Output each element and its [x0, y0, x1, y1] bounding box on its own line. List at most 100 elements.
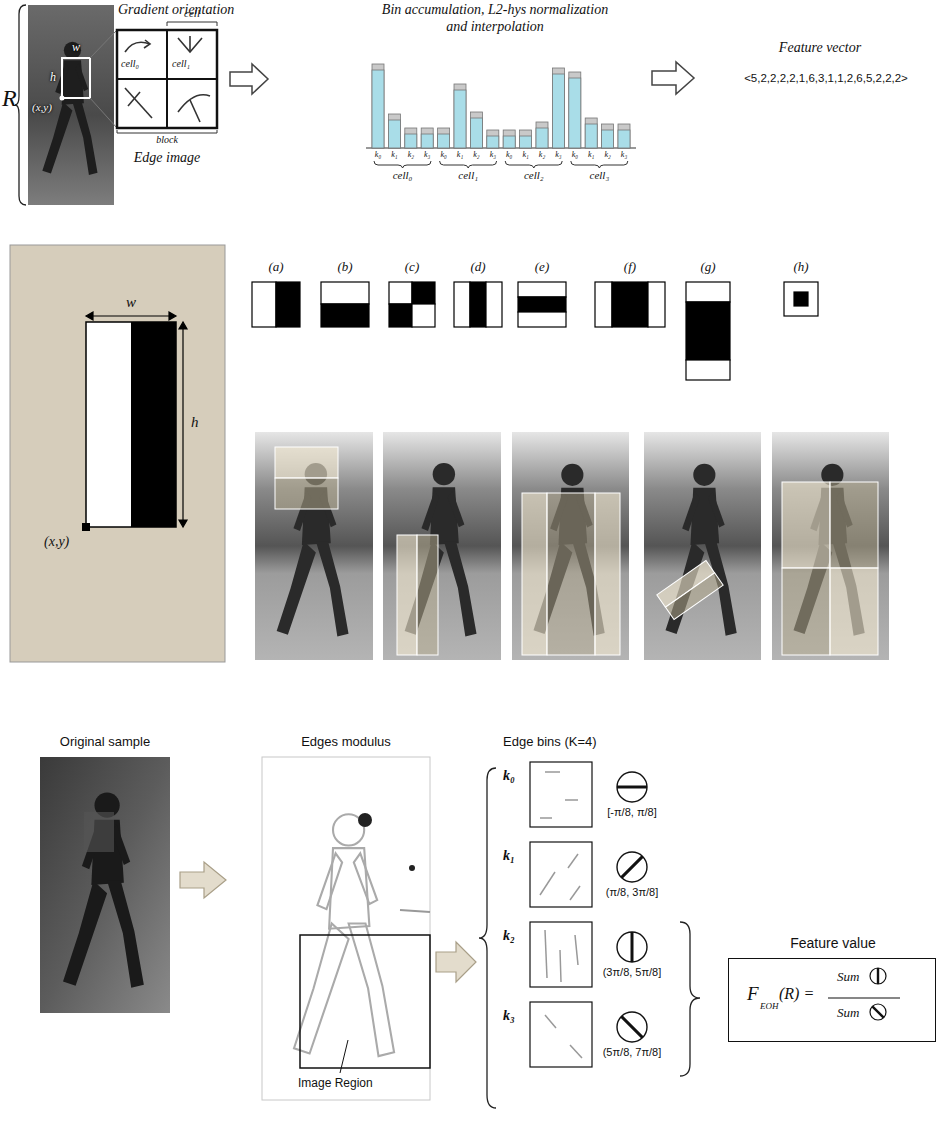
haar-filters-part: [454, 282, 470, 327]
edge-image-part: [262, 757, 430, 1100]
original-photo-part: [84, 812, 114, 852]
cell-grid-part-part: [125, 88, 152, 118]
figure-label: cell: [184, 7, 200, 20]
histogram-part: [372, 64, 384, 148]
edge-image: [262, 757, 430, 1100]
cell-grid-part: [117, 130, 217, 133]
cell-grid-part-part: [128, 92, 140, 106]
haar-filters-part: [784, 282, 818, 316]
histogram-part: [388, 120, 400, 148]
feature-box: Feature valueFEOH(R) =SumSum: [728, 958, 936, 1042]
formula-text: (R) =: [779, 984, 814, 1003]
group-brace: [374, 161, 628, 168]
histogram-part: [470, 112, 482, 148]
window-panel-part-part: [179, 322, 187, 329]
cell-grid-part-part: [189, 36, 191, 52]
haar-filters-part: [321, 282, 369, 304]
figure-label: cell₀: [393, 169, 413, 182]
sample-photos-part: [830, 482, 878, 568]
window-panel-part-part: [169, 312, 176, 320]
haar-filters: [252, 282, 818, 380]
figure-label: (5π/8, 7π/8]: [603, 1046, 662, 1059]
window-panel-part: [86, 312, 187, 527]
figure-label: (e): [535, 259, 549, 275]
cell-grid-part: [167, 22, 217, 26]
figure-label: k₃: [555, 150, 561, 160]
hollow-arrow: [230, 64, 268, 94]
histogram-part: [503, 130, 515, 148]
formula-text: EOH: [760, 1001, 779, 1012]
histogram-part: [421, 134, 433, 148]
histogram-part: [602, 124, 614, 148]
figure-label: k₀: [572, 150, 578, 160]
histogram-part: [585, 124, 597, 148]
edge-bins-part: [530, 762, 592, 827]
histogram-part: [388, 114, 400, 148]
figure-label: cell₁: [458, 169, 478, 182]
figure-label: Edge bins (K=4): [503, 734, 597, 750]
top-photo-part: [62, 58, 90, 98]
histogram-part: [602, 130, 614, 148]
group-brace-part: [505, 161, 562, 168]
edge-image-part: [340, 1040, 348, 1073]
haar-filters-part: [595, 282, 612, 327]
figure-label: Feature vector: [779, 40, 861, 57]
bins-brace: [479, 768, 496, 1108]
zoom-lines-part: [90, 30, 117, 58]
edge-bins-part-part: [560, 950, 561, 982]
histogram-part: [438, 134, 450, 148]
histogram-part: [470, 118, 482, 148]
haar-filters-part: [389, 304, 412, 327]
figure-label: (b): [337, 259, 352, 275]
figure-label: (x,y): [44, 534, 69, 551]
figure-label: k₁: [457, 150, 463, 160]
haar-filters-part: [686, 282, 730, 302]
sample-photos-part: [830, 568, 878, 655]
sample-photos-part: [522, 493, 547, 655]
edge-bins-part: [540, 772, 578, 818]
cell-grid-part-part: [190, 100, 200, 122]
figure-label: k₁: [522, 150, 528, 160]
histogram-part: [536, 128, 548, 148]
sample-photos-part: [417, 535, 438, 655]
sample-photos-part: [666, 464, 737, 636]
figure-label: Bin accumulation, L2-hys normalization a…: [370, 2, 620, 36]
histogram-part: [487, 130, 499, 148]
group-brace-part: [374, 161, 431, 168]
figure-label: k₃: [490, 150, 496, 160]
window-panel: [10, 245, 225, 662]
figure-label: Original sample: [60, 734, 150, 750]
haar-filters-part: [686, 360, 730, 380]
box-heading: Feature value: [790, 935, 876, 952]
sample-photos: [255, 432, 889, 660]
cell-grid-part-part: [144, 40, 150, 48]
figure-label: block: [156, 134, 178, 146]
figure-label: [-π/8, π/8]: [607, 806, 656, 819]
histogram-part: [552, 74, 564, 148]
cell-grid: [117, 22, 217, 133]
edge-bins-part-part: [570, 886, 580, 900]
histogram-part: [520, 136, 532, 148]
orientation-symbols-part: [631, 932, 634, 962]
orientation-symbols-part: [621, 856, 642, 877]
haar-filters-part: [470, 282, 486, 327]
hollow-arrow: [436, 942, 476, 982]
original-photo-part: [40, 757, 170, 1013]
haar-filters-part: [518, 282, 566, 297]
figure-label: (a): [268, 259, 283, 275]
window-panel-part: [131, 322, 176, 527]
zoom-lines: [90, 30, 117, 128]
figure-label: (h): [793, 259, 808, 275]
sample-photos-part: [772, 432, 889, 660]
formula-marks-part: [872, 1006, 883, 1017]
edge-bins-part: [545, 1015, 582, 1058]
haar-filters-part: [612, 282, 648, 327]
figure-label: (f): [624, 259, 636, 275]
figure-label: (g): [700, 259, 715, 275]
window-panel-part: [10, 245, 225, 662]
figure-label: k₂: [408, 150, 414, 160]
histogram-part: [405, 134, 417, 148]
histogram-part: [487, 136, 499, 148]
haar-filters-part: [412, 304, 435, 327]
